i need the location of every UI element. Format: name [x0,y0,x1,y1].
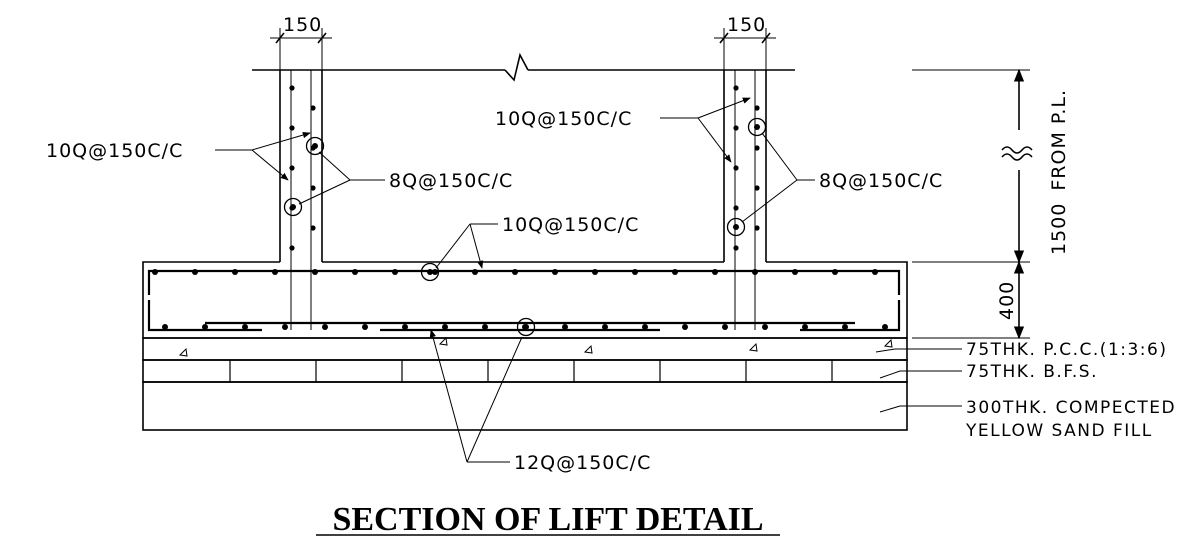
wall-rebar-dot [310,105,316,111]
rebar-callout-dot [754,124,760,130]
right-wall-main-rebar-label: 10Q@150C/C [495,108,632,130]
aggregate-mark [583,344,593,354]
top-rebar-dot [592,269,598,275]
bottom-rebar-dot [482,324,488,330]
bottom-rebar-dot [882,324,888,330]
top-rebar-dot [512,269,518,275]
bottom-rebar-dot [362,324,368,330]
drawing-title: SECTION OF LIFT DETAIL [332,501,763,538]
right-wall [723,70,767,330]
bottom-rebar-dot [762,324,768,330]
aggregate-mark [438,336,448,346]
top-rebar-dot [832,269,838,275]
bottom-rebar-dot [442,324,448,330]
wall-rebar-dot [754,105,760,111]
wall-rebar-dot [733,245,739,251]
top-rebar-dot [232,269,238,275]
wall-rebar-dot [754,145,760,151]
top-rebar-dot [272,269,278,275]
rebar-callout-circle [516,317,536,337]
sand-fill-layer [142,381,908,431]
wall-rebar-dot [310,185,316,191]
wall-rebar-dot [754,225,760,231]
bottom-rebar-dot [642,324,648,330]
left-wall [279,70,323,330]
top-slab-rebar-label: 10Q@150C/C [502,214,639,236]
bottom-rebar-dot [202,324,208,330]
leaders [215,97,962,463]
wall-rebar-dot [733,85,739,91]
bfs-label: 75THK. B.F.S. [966,362,1098,382]
top-rebar-dot [432,269,438,275]
dim-right-150: 150 [714,14,776,70]
top-rebar-dot [752,269,758,275]
dim-400-label: 400 [996,281,1018,320]
bottom-rebar-dot [402,324,408,330]
bottom-rebar-dot [282,324,288,330]
bottom-rebar-dot [802,324,808,330]
bottom-rebar-dot [602,324,608,330]
dim-right-150-label: 150 [727,14,766,36]
break-line [252,52,1030,82]
bottom-rebar-dot [562,324,568,330]
rebar-callout-dot [312,143,318,149]
pcc-layer [142,337,908,361]
wall-rebar-dot [754,185,760,191]
left-wall-dist-rebar-label: 8Q@150C/C [389,170,513,192]
top-rebar-dot [872,269,878,275]
sand-label-line1: 300THK. COMPECTED [966,398,1176,418]
aggregate-mark [178,347,188,357]
pcc-label: 75THK. P.C.C.(1:3:6) [966,340,1167,360]
bottom-rebar-dot [242,324,248,330]
top-rebar-dot [152,269,158,275]
wall-rebar-dot [289,165,295,171]
left-wall-main-rebar-label: 10Q@150C/C [46,140,183,162]
rebar-marks [152,85,893,382]
top-rebar-dot [192,269,198,275]
rebar-callout-dot [427,269,433,275]
wall-rebar-dot [733,125,739,131]
top-rebar-dot [552,269,558,275]
rebar-callout-circle [747,117,767,137]
top-rebar-dot [632,269,638,275]
top-rebar-dot [392,269,398,275]
rebar-callout-circle [726,217,746,237]
bottom-rebar-dot [722,324,728,330]
bottom-slab-rebar-label: 12Q@150C/C [514,452,651,474]
aggregate-mark [883,338,893,348]
raft-slab [142,261,908,339]
wall-rebar-dot [289,125,295,131]
wall-rebar-dot [310,225,316,231]
top-rebar-dot [672,269,678,275]
top-rebar-dot [352,269,358,275]
dim-left-150: 150 [270,14,332,70]
top-rebar-dot [312,269,318,275]
dim-vertical: 1500FROM P.L. 400 [912,68,1070,340]
bfs-layer [142,359,908,383]
bottom-rebar-dot [322,324,328,330]
rebar-callout-dot [290,204,296,210]
rebar-callout-dot [733,224,739,230]
wall-rebar-dot [289,85,295,91]
bottom-rebar-dot [162,324,168,330]
wall-rebar-dot [733,205,739,211]
rebar-callout-circle [283,197,303,217]
top-rebar-dot [792,269,798,275]
top-rebar-dot [712,269,718,275]
aggregate-mark [748,342,758,352]
dim-1500-label: 1500FROM P.L. [1048,89,1070,255]
top-rebar-dot [472,269,478,275]
right-wall-dist-rebar-label: 8Q@150C/C [819,170,943,192]
sand-label-line2: YELLOW SAND FILL [965,421,1153,441]
rebar-callout-circle [420,262,440,282]
rebar-callout-dot [523,324,529,330]
bottom-rebar-dot [682,324,688,330]
rebar-callout-circle [305,136,325,156]
wall-rebar-dot [289,245,295,251]
bottom-rebar-dot [842,324,848,330]
wall-rebar-dot [733,165,739,171]
dim-left-150-label: 150 [283,14,322,36]
